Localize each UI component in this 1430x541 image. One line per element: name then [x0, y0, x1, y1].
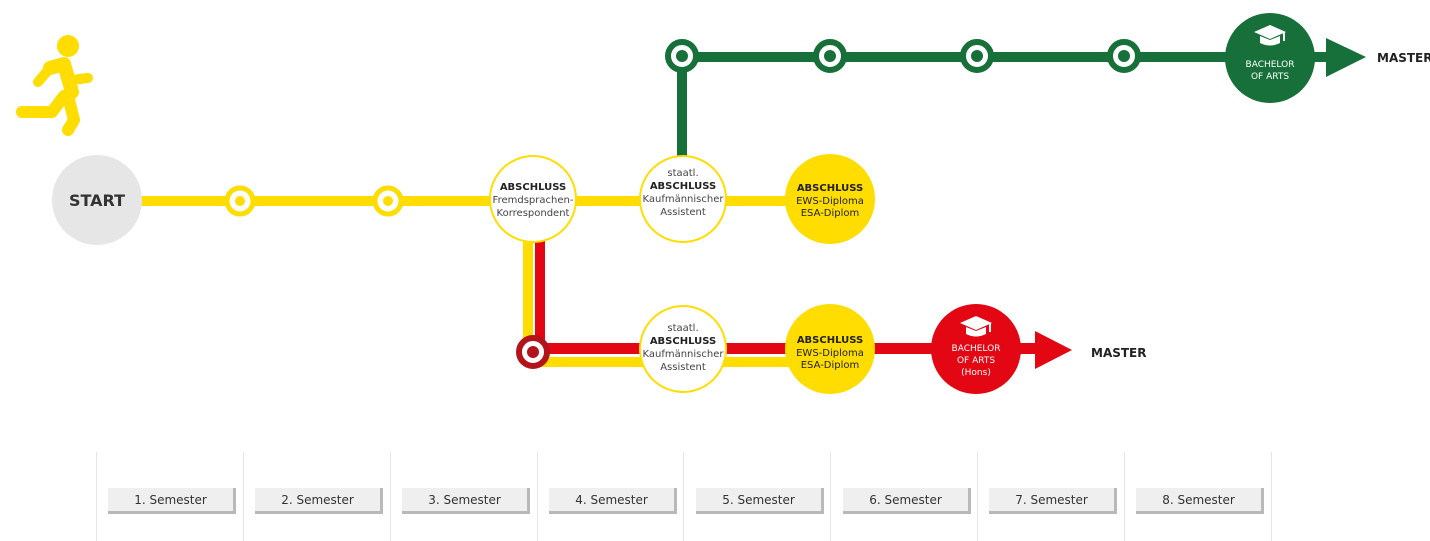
node-text: Kaufmännischer: [642, 194, 724, 205]
node-text: OF ARTS: [1251, 72, 1289, 82]
node-text: BACHELOR: [1246, 60, 1295, 70]
graduation-cap-icon: [960, 316, 992, 337]
red-line-vertical: [535, 240, 545, 348]
node-title: ABSCHLUSS: [797, 183, 863, 194]
green-line-vertical: [677, 58, 687, 158]
column-separator: [1124, 452, 1125, 541]
node-text: Korrespondent: [497, 208, 570, 219]
node-text: Assistent: [660, 207, 706, 218]
node-title: ABSCHLUSS: [797, 335, 863, 346]
column-separator: [977, 452, 978, 541]
column-separator: [243, 452, 244, 541]
node-text: EWS-Diploma: [796, 348, 864, 359]
column-separator: [830, 452, 831, 541]
red-line-horizontal: [535, 343, 1035, 354]
green-line-horizontal: [682, 52, 1342, 62]
node-text: ESA-Diplom: [801, 360, 860, 371]
station-red: [516, 335, 550, 369]
station-yellow-1: [224, 185, 256, 217]
node-text: staatl.: [667, 323, 698, 334]
column-separator: [683, 452, 684, 541]
semester-button-4[interactable]: 4. Semester: [549, 488, 677, 514]
node-title: ABSCHLUSS: [500, 182, 566, 193]
running-person-icon: [16, 35, 93, 136]
master-label-bottom: MASTER: [1091, 346, 1147, 360]
node-text: EWS-Diploma: [796, 196, 864, 207]
column-separator: [537, 452, 538, 541]
node-title: ABSCHLUSS: [650, 336, 716, 347]
semester-button-8[interactable]: 8. Semester: [1136, 488, 1264, 514]
node-kaufmaennischer-assistent-top: staatl. ABSCHLUSS Kaufmännischer Assiste…: [639, 155, 727, 243]
red-arrow: [1035, 331, 1072, 369]
node-kaufmaennischer-assistent-bottom: staatl. ABSCHLUSS Kaufmännischer Assiste…: [639, 305, 727, 393]
station-green-3: [960, 39, 994, 73]
start-label: START: [69, 191, 125, 210]
green-arrow: [1326, 38, 1366, 77]
station-green-4: [1107, 39, 1141, 73]
node-text: ESA-Diplom: [801, 208, 860, 219]
node-text: Assistent: [660, 362, 706, 373]
column-separator: [96, 452, 97, 541]
node-text: BACHELOR: [952, 344, 1001, 354]
node-fremdsprachen-korrespondent: ABSCHLUSS Fremdsprachen- Korrespondent: [489, 155, 577, 243]
node-bachelor-of-arts-hons: BACHELOR OF ARTS (Hons): [931, 304, 1021, 394]
graduation-cap-icon: [1254, 25, 1286, 46]
node-text: staatl.: [667, 168, 698, 179]
node-text: OF ARTS: [957, 356, 995, 366]
start-node: [52, 155, 142, 245]
station-yellow-2: [372, 185, 404, 217]
semester-button-3[interactable]: 3. Semester: [402, 488, 530, 514]
station-green-1: [665, 39, 699, 73]
node-ews-diploma-bottom: ABSCHLUSS EWS-Diploma ESA-Diplom: [785, 304, 875, 394]
node-text: (Hons): [961, 368, 991, 378]
semester-button-7[interactable]: 7. Semester: [989, 488, 1117, 514]
node-ews-diploma-top: ABSCHLUSS EWS-Diploma ESA-Diplom: [785, 154, 875, 244]
station-green-2: [813, 39, 847, 73]
semester-button-1[interactable]: 1. Semester: [108, 488, 236, 514]
yellow-line-vertical: [523, 240, 533, 358]
column-separator: [1271, 452, 1272, 541]
semester-button-5[interactable]: 5. Semester: [696, 488, 824, 514]
node-title: ABSCHLUSS: [650, 181, 716, 192]
semester-button-6[interactable]: 6. Semester: [843, 488, 971, 514]
node-bachelor-of-arts: BACHELOR OF ARTS: [1225, 13, 1315, 103]
semester-button-2[interactable]: 2. Semester: [255, 488, 383, 514]
column-separator: [390, 452, 391, 541]
node-text: Fremdsprachen-: [493, 195, 574, 206]
master-label-top: MASTER: [1377, 51, 1430, 65]
node-text: Kaufmännischer: [642, 349, 724, 360]
